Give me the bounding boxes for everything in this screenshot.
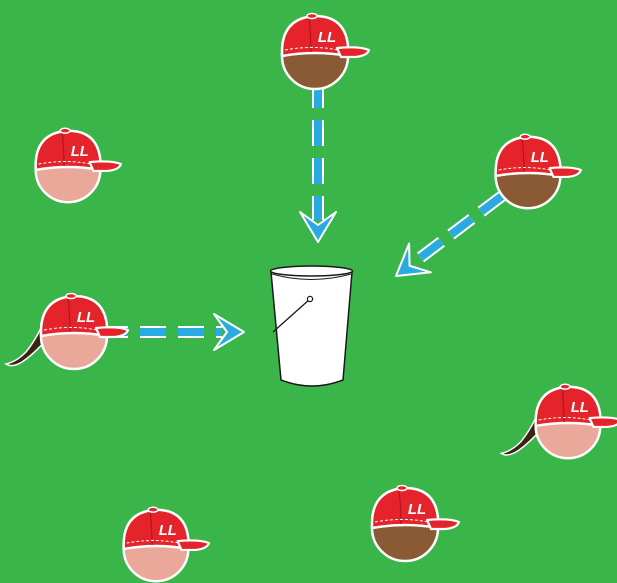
- cap-crown: [494, 135, 562, 178]
- cap-logo: LL: [77, 309, 95, 326]
- cap-logo: LL: [408, 501, 426, 518]
- ponytail-icon: [4, 328, 50, 367]
- cap-seam: [67, 296, 71, 333]
- player-p7: LL: [370, 484, 461, 563]
- cap-logo: LL: [531, 150, 549, 166]
- cap-logo: LL: [318, 29, 336, 46]
- player-p6: LL: [122, 506, 210, 583]
- player-p1: LL: [280, 12, 371, 91]
- arrow-p3: [395, 191, 506, 277]
- cap-bill: [588, 416, 617, 428]
- cap-button: [396, 484, 408, 492]
- cap-seam: [308, 16, 312, 53]
- cap-button: [559, 383, 571, 390]
- bucket-handle-rivet: [306, 295, 314, 303]
- bucket-rim: [269, 265, 354, 277]
- bucket-body: [270, 271, 353, 387]
- cap-button: [65, 292, 77, 300]
- cap-button: [147, 506, 159, 513]
- bucket-rim-shadow: [271, 273, 352, 280]
- cap-button: [306, 12, 318, 20]
- cap-seam: [61, 131, 65, 167]
- cap-crown: [534, 385, 602, 428]
- cap-bill: [548, 166, 582, 178]
- ponytail-icon: [499, 418, 544, 456]
- player-p5: LL: [499, 383, 617, 460]
- cap-bill: [335, 46, 371, 59]
- cap-bill: [425, 518, 461, 531]
- player-p4: LL: [4, 292, 130, 371]
- cap-seam: [561, 387, 565, 423]
- cap-bill: [176, 539, 210, 551]
- cap-crown: [280, 14, 350, 58]
- cap-seam: [149, 510, 153, 546]
- cap-crown: [122, 508, 190, 551]
- bucket: [269, 265, 354, 387]
- cap-logo: LL: [571, 400, 589, 416]
- player-p2: LL: [34, 127, 122, 204]
- arrow-head: [299, 211, 337, 243]
- cap-seam: [521, 137, 525, 173]
- player-p3: LL: [494, 133, 582, 210]
- cap-crown: [370, 486, 440, 530]
- arrow-p1: [299, 82, 337, 243]
- bucket-handle: [272, 298, 311, 333]
- cap-button: [519, 133, 531, 140]
- players-layer: LL LL LL LL LL LL LL: [4, 12, 617, 583]
- arrow-head: [395, 242, 432, 277]
- cap-crown: [39, 294, 109, 338]
- arrow-head: [213, 313, 245, 351]
- cap-logo: LL: [159, 523, 177, 539]
- cap-logo: LL: [71, 144, 89, 160]
- cap-crown: [34, 129, 102, 172]
- cap-bill: [94, 326, 130, 339]
- cap-bill: [88, 160, 122, 172]
- cap-seam: [398, 488, 402, 525]
- arrow-shaft: [411, 192, 505, 266]
- cap-button: [59, 127, 71, 134]
